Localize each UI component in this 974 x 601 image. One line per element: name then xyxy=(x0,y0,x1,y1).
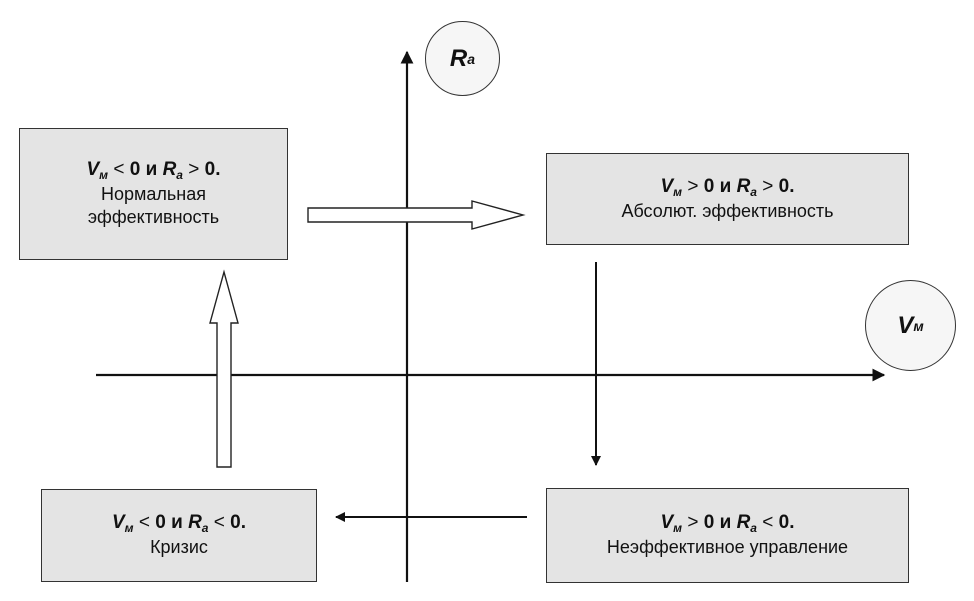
quadrant-label: Неэффективное управление xyxy=(606,537,849,558)
quadrant-ineffective-management: Vм > 0 и Ra < 0. Неэффективное управлени… xyxy=(546,488,909,583)
quadrant-normal-efficiency: Vм < 0 и Ra > 0. Нормальная эффективност… xyxy=(19,128,288,260)
quadrant-absolute-efficiency: Vм > 0 и Ra > 0. Абсолют. эффективность xyxy=(546,153,909,245)
hollow-arrow-up xyxy=(209,269,239,468)
quadrant-condition: Vм > 0 и Ra < 0. xyxy=(660,512,795,536)
quadrant-crisis: Vм < 0 и Ra < 0. Кризис xyxy=(41,489,317,582)
quadrant-label: Кризис xyxy=(150,537,208,558)
quadrant-condition: Vм > 0 и Ra > 0. xyxy=(660,175,795,199)
quadrant-label: Абсолют. эффективность xyxy=(621,200,834,221)
quadrant-condition: Vм < 0 и Ra < 0. xyxy=(111,512,247,536)
hollow-arrow-right xyxy=(307,200,526,230)
quadrant-label: Нормальная эффективность xyxy=(87,183,220,228)
quadrant-condition: Vм < 0 и Ra > 0. xyxy=(86,159,221,183)
